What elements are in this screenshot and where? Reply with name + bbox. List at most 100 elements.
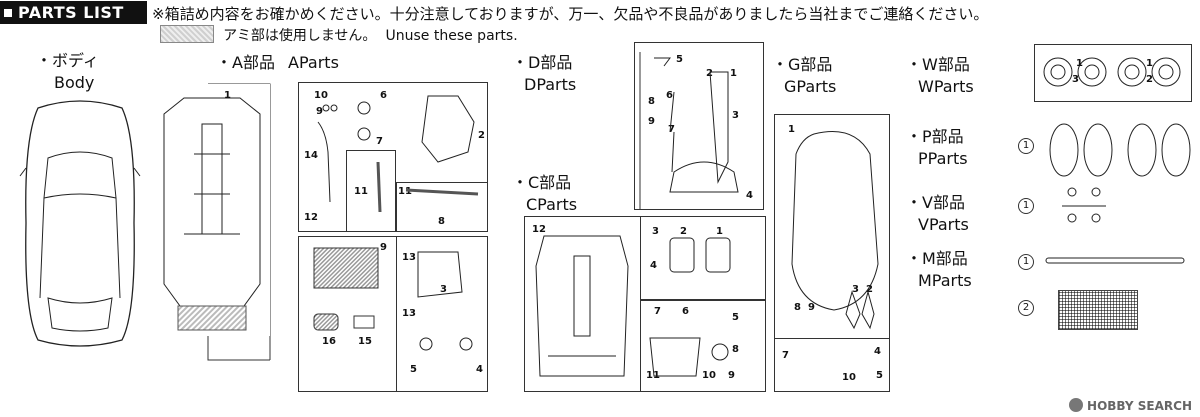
section-label-m: ・M部品 MParts [906, 248, 972, 292]
part-number: 14 [304, 150, 318, 161]
v-parts-drawing [1062, 187, 1106, 223]
part-number: 11 [646, 370, 660, 381]
part-number: 9 [728, 370, 735, 381]
part-number: 7 [376, 136, 383, 147]
part-number: 8 [794, 302, 801, 313]
label-en: AParts [288, 53, 339, 72]
d-parts-frame [634, 42, 764, 210]
part-number: 10 [314, 90, 328, 101]
label-jp: ・D部品 [512, 53, 573, 72]
part-number: 11 [398, 186, 412, 197]
part-number: 16 [322, 336, 336, 347]
part-number: 2 [1146, 74, 1153, 85]
part-number: 12 [532, 224, 546, 235]
a-chassis-area [154, 84, 270, 336]
m-wire-drawing [1045, 257, 1185, 264]
part-number: 4 [874, 346, 881, 357]
c-parts-drawing [535, 235, 731, 377]
part-number: 1 [224, 90, 231, 101]
section-label-w: ・W部品 WParts [906, 54, 974, 98]
part-number: 1 [1146, 58, 1153, 69]
square-bullet-icon [4, 9, 12, 17]
notice-text: ※箱詰め内容をお確かめください。十分注意しておりますが、万一、欠品や不良品があり… [152, 5, 989, 23]
label-jp: ・ボディ [36, 51, 99, 70]
part-number: 13 [402, 252, 416, 263]
section-label-body: ・ボディ Body [36, 50, 99, 94]
part-number: 9 [316, 106, 323, 117]
a-small-parts-drawing [313, 95, 479, 351]
part-number: 3 [652, 226, 659, 237]
part-number: 3 [440, 284, 447, 295]
part-number: 2 [680, 226, 687, 237]
section-label-c: ・C部品 CParts [512, 172, 577, 216]
body-shell-drawing [19, 100, 141, 347]
part-number: 6 [682, 306, 689, 317]
label-jp: ・G部品 [772, 55, 833, 74]
m-mesh-sheet [1058, 290, 1138, 330]
label-en: MParts [918, 271, 972, 290]
label-jp: ・W部品 [906, 55, 970, 74]
part-number: 4 [746, 190, 753, 201]
label-jp: ・M部品 [906, 249, 968, 268]
label-jp: ・C部品 [512, 173, 572, 192]
mesh-hatch-swatch [160, 25, 214, 43]
g-window-drawing [791, 131, 879, 330]
part-number: 5 [676, 54, 683, 65]
label-jp: ・P部品 [906, 127, 964, 146]
a-parts-cell-11 [346, 150, 396, 232]
a-parts-cell-3 [396, 236, 488, 392]
label-en: CParts [526, 195, 578, 214]
part-number: 6 [380, 90, 387, 101]
part-number: 7 [668, 124, 675, 135]
part-number: 7 [782, 350, 789, 361]
circled-number: 1 [1018, 198, 1034, 214]
part-number: 10 [702, 370, 716, 381]
unuse-en: Unuse these parts. [385, 28, 518, 44]
g-parts-cell-small [774, 338, 890, 392]
d-parts-drawing [639, 52, 739, 210]
part-number: 1 [716, 226, 723, 237]
part-number: 8 [648, 96, 655, 107]
label-en: Body [54, 73, 95, 92]
part-number: 6 [666, 90, 673, 101]
circled-number: 1 [1018, 138, 1034, 154]
w-parts-frame [1034, 44, 1192, 102]
label-en: DParts [524, 75, 577, 94]
c-parts-cell-small [640, 300, 766, 392]
section-label-d: ・D部品 DParts [512, 52, 576, 96]
part-number: 3 [1072, 74, 1079, 85]
c-parts-cell-seats [640, 216, 766, 300]
wheel-drawing [1043, 57, 1181, 87]
label-jp: ・A部品 [216, 53, 275, 72]
part-number: 15 [358, 336, 372, 347]
part-number: 4 [476, 364, 483, 375]
section-label-p: ・P部品 PParts [906, 126, 968, 170]
watermark: HOBBY SEARCH [1069, 398, 1192, 413]
label-en: GParts [784, 77, 837, 96]
circled-number: 1 [1018, 254, 1034, 270]
part-number: 11 [354, 186, 368, 197]
unuse-legend: アミ部は使用しません。 Unuse these parts. [160, 25, 518, 44]
part-number: 3 [852, 284, 859, 295]
part-number: 1 [788, 124, 795, 135]
label-en: PParts [918, 149, 968, 168]
part-number: 8 [438, 216, 445, 227]
section-label-g: ・G部品 GParts [772, 54, 836, 98]
part-number: 9 [648, 116, 655, 127]
header: PARTS LIST ※箱詰め内容をお確かめください。十分注意しておりますが、万… [0, 0, 1200, 28]
label-en: VParts [918, 215, 969, 234]
part-number: 2 [478, 130, 485, 141]
label-jp: ・V部品 [906, 193, 965, 212]
tire-drawing [1049, 123, 1191, 177]
part-number: 9 [808, 302, 815, 313]
part-number: 12 [304, 212, 318, 223]
watermark-text: HOBBY SEARCH [1087, 399, 1192, 413]
part-number: 4 [650, 260, 657, 271]
chassis-drawing [163, 97, 261, 331]
part-number: 9 [380, 242, 387, 253]
part-number: 10 [842, 372, 856, 383]
part-number: 1 [1076, 58, 1083, 69]
circled-number: 2 [1018, 300, 1034, 316]
section-label-a: ・A部品 AParts [216, 52, 339, 74]
hobby-search-logo-icon [1069, 398, 1084, 412]
